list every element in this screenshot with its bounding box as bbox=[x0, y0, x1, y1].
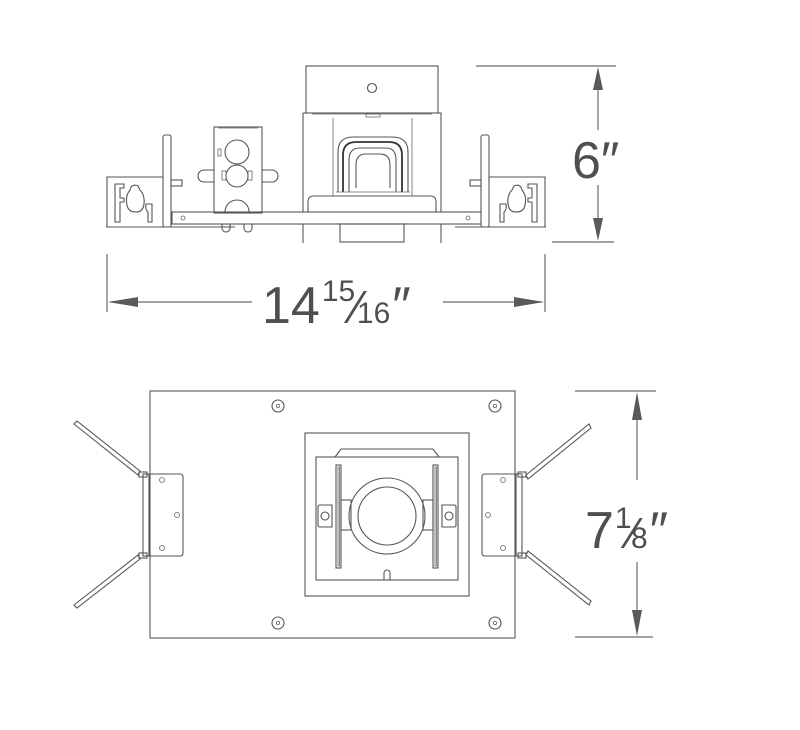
height-label: 6″ bbox=[572, 132, 619, 190]
hanger-bar bbox=[525, 423, 592, 606]
arrow-down-icon bbox=[632, 610, 642, 636]
width-dimension: 1415⁄16″ bbox=[106, 254, 546, 335]
arrow-up-icon bbox=[632, 392, 642, 420]
width-label: 1415⁄16″ bbox=[262, 275, 411, 335]
height-dimension: 6″ bbox=[476, 65, 619, 243]
hanger-bar bbox=[73, 420, 141, 609]
arrow-left-icon bbox=[108, 297, 138, 307]
front-elevation-view bbox=[106, 65, 546, 243]
arrow-up-icon bbox=[593, 67, 603, 90]
top-plan-view bbox=[73, 390, 592, 639]
arrow-down-icon bbox=[593, 218, 603, 241]
arrow-right-icon bbox=[514, 297, 544, 307]
depth-dimension: 71⁄8″ bbox=[575, 390, 668, 638]
screw-icon bbox=[271, 399, 502, 630]
depth-label: 71⁄8″ bbox=[585, 502, 668, 560]
